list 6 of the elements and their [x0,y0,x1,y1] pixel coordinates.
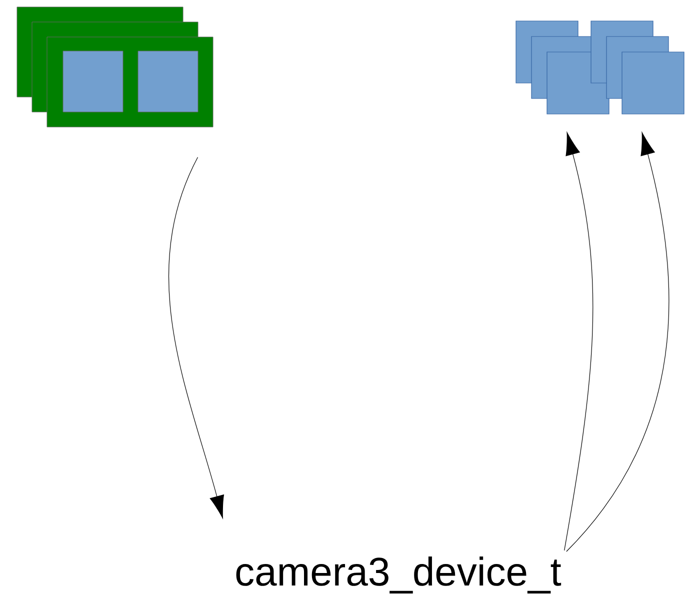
arrow [564,132,594,551]
arrow [168,156,224,518]
frame-stack-drawing [16,6,214,128]
label-text: camera3_device_t [236,556,562,594]
square-stack-drawing [590,20,684,114]
arrow [566,132,670,552]
